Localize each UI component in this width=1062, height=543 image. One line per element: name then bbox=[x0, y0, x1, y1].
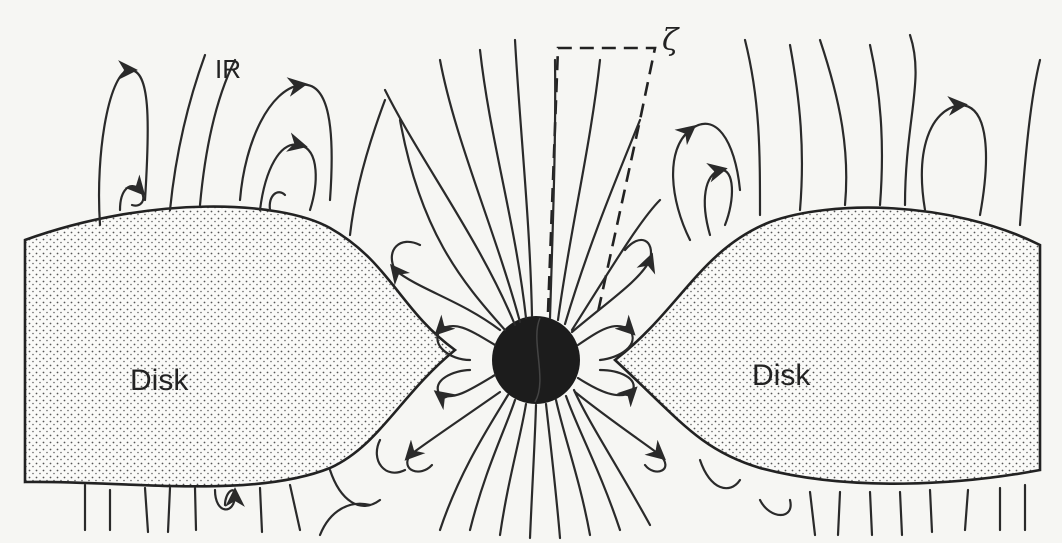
ir-label: IR bbox=[215, 54, 241, 84]
left-disk bbox=[25, 207, 455, 487]
right-disk-label: Disk bbox=[752, 359, 811, 392]
right-disk bbox=[615, 208, 1040, 484]
star-open-field-lines-up bbox=[385, 40, 660, 330]
dashed-flux-tube bbox=[548, 48, 655, 312]
left-disk-label: Disk bbox=[130, 364, 189, 397]
zeta-label: ζ bbox=[662, 23, 680, 58]
